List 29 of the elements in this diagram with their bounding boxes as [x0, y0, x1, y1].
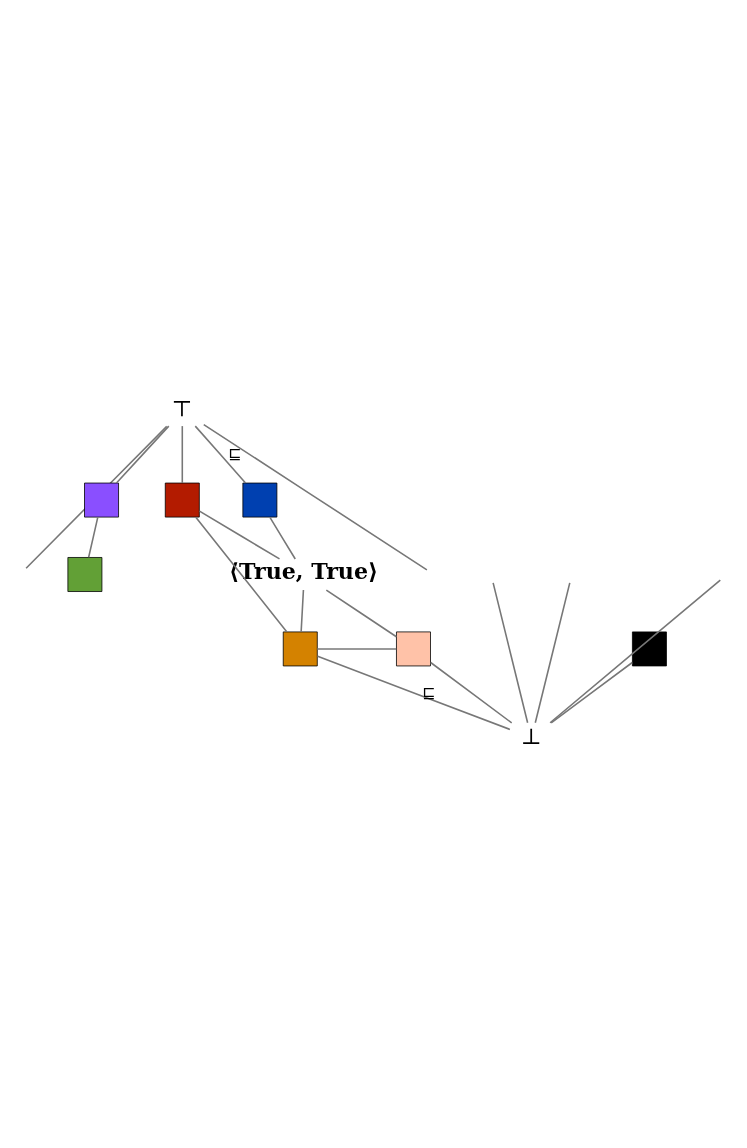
connector	[300, 588, 305, 633]
connector	[534, 581, 571, 724]
node-text: ⟨True, True⟩	[229, 557, 379, 584]
node-box	[84, 482, 119, 517]
connector	[549, 578, 722, 724]
connector	[269, 516, 297, 560]
node-text: ⊥	[521, 722, 542, 749]
connector	[550, 661, 634, 724]
connector	[202, 423, 428, 571]
connector	[198, 509, 281, 560]
node-box	[67, 556, 103, 592]
connector	[195, 515, 288, 633]
edge-label: ⊑	[228, 443, 242, 463]
connector	[429, 661, 513, 724]
node-text: ⊤	[171, 394, 193, 421]
node-box	[282, 631, 318, 666]
connector	[181, 424, 184, 484]
connector	[316, 655, 511, 730]
edge-label: ⊑	[422, 682, 436, 702]
connector	[87, 516, 99, 558]
connector	[316, 647, 397, 650]
node-box	[632, 631, 667, 666]
connector	[194, 424, 247, 484]
connector	[115, 424, 170, 484]
node-box	[164, 482, 200, 517]
node-box	[242, 482, 278, 517]
node-box	[396, 631, 431, 666]
connector	[492, 581, 529, 724]
connector	[325, 588, 398, 638]
